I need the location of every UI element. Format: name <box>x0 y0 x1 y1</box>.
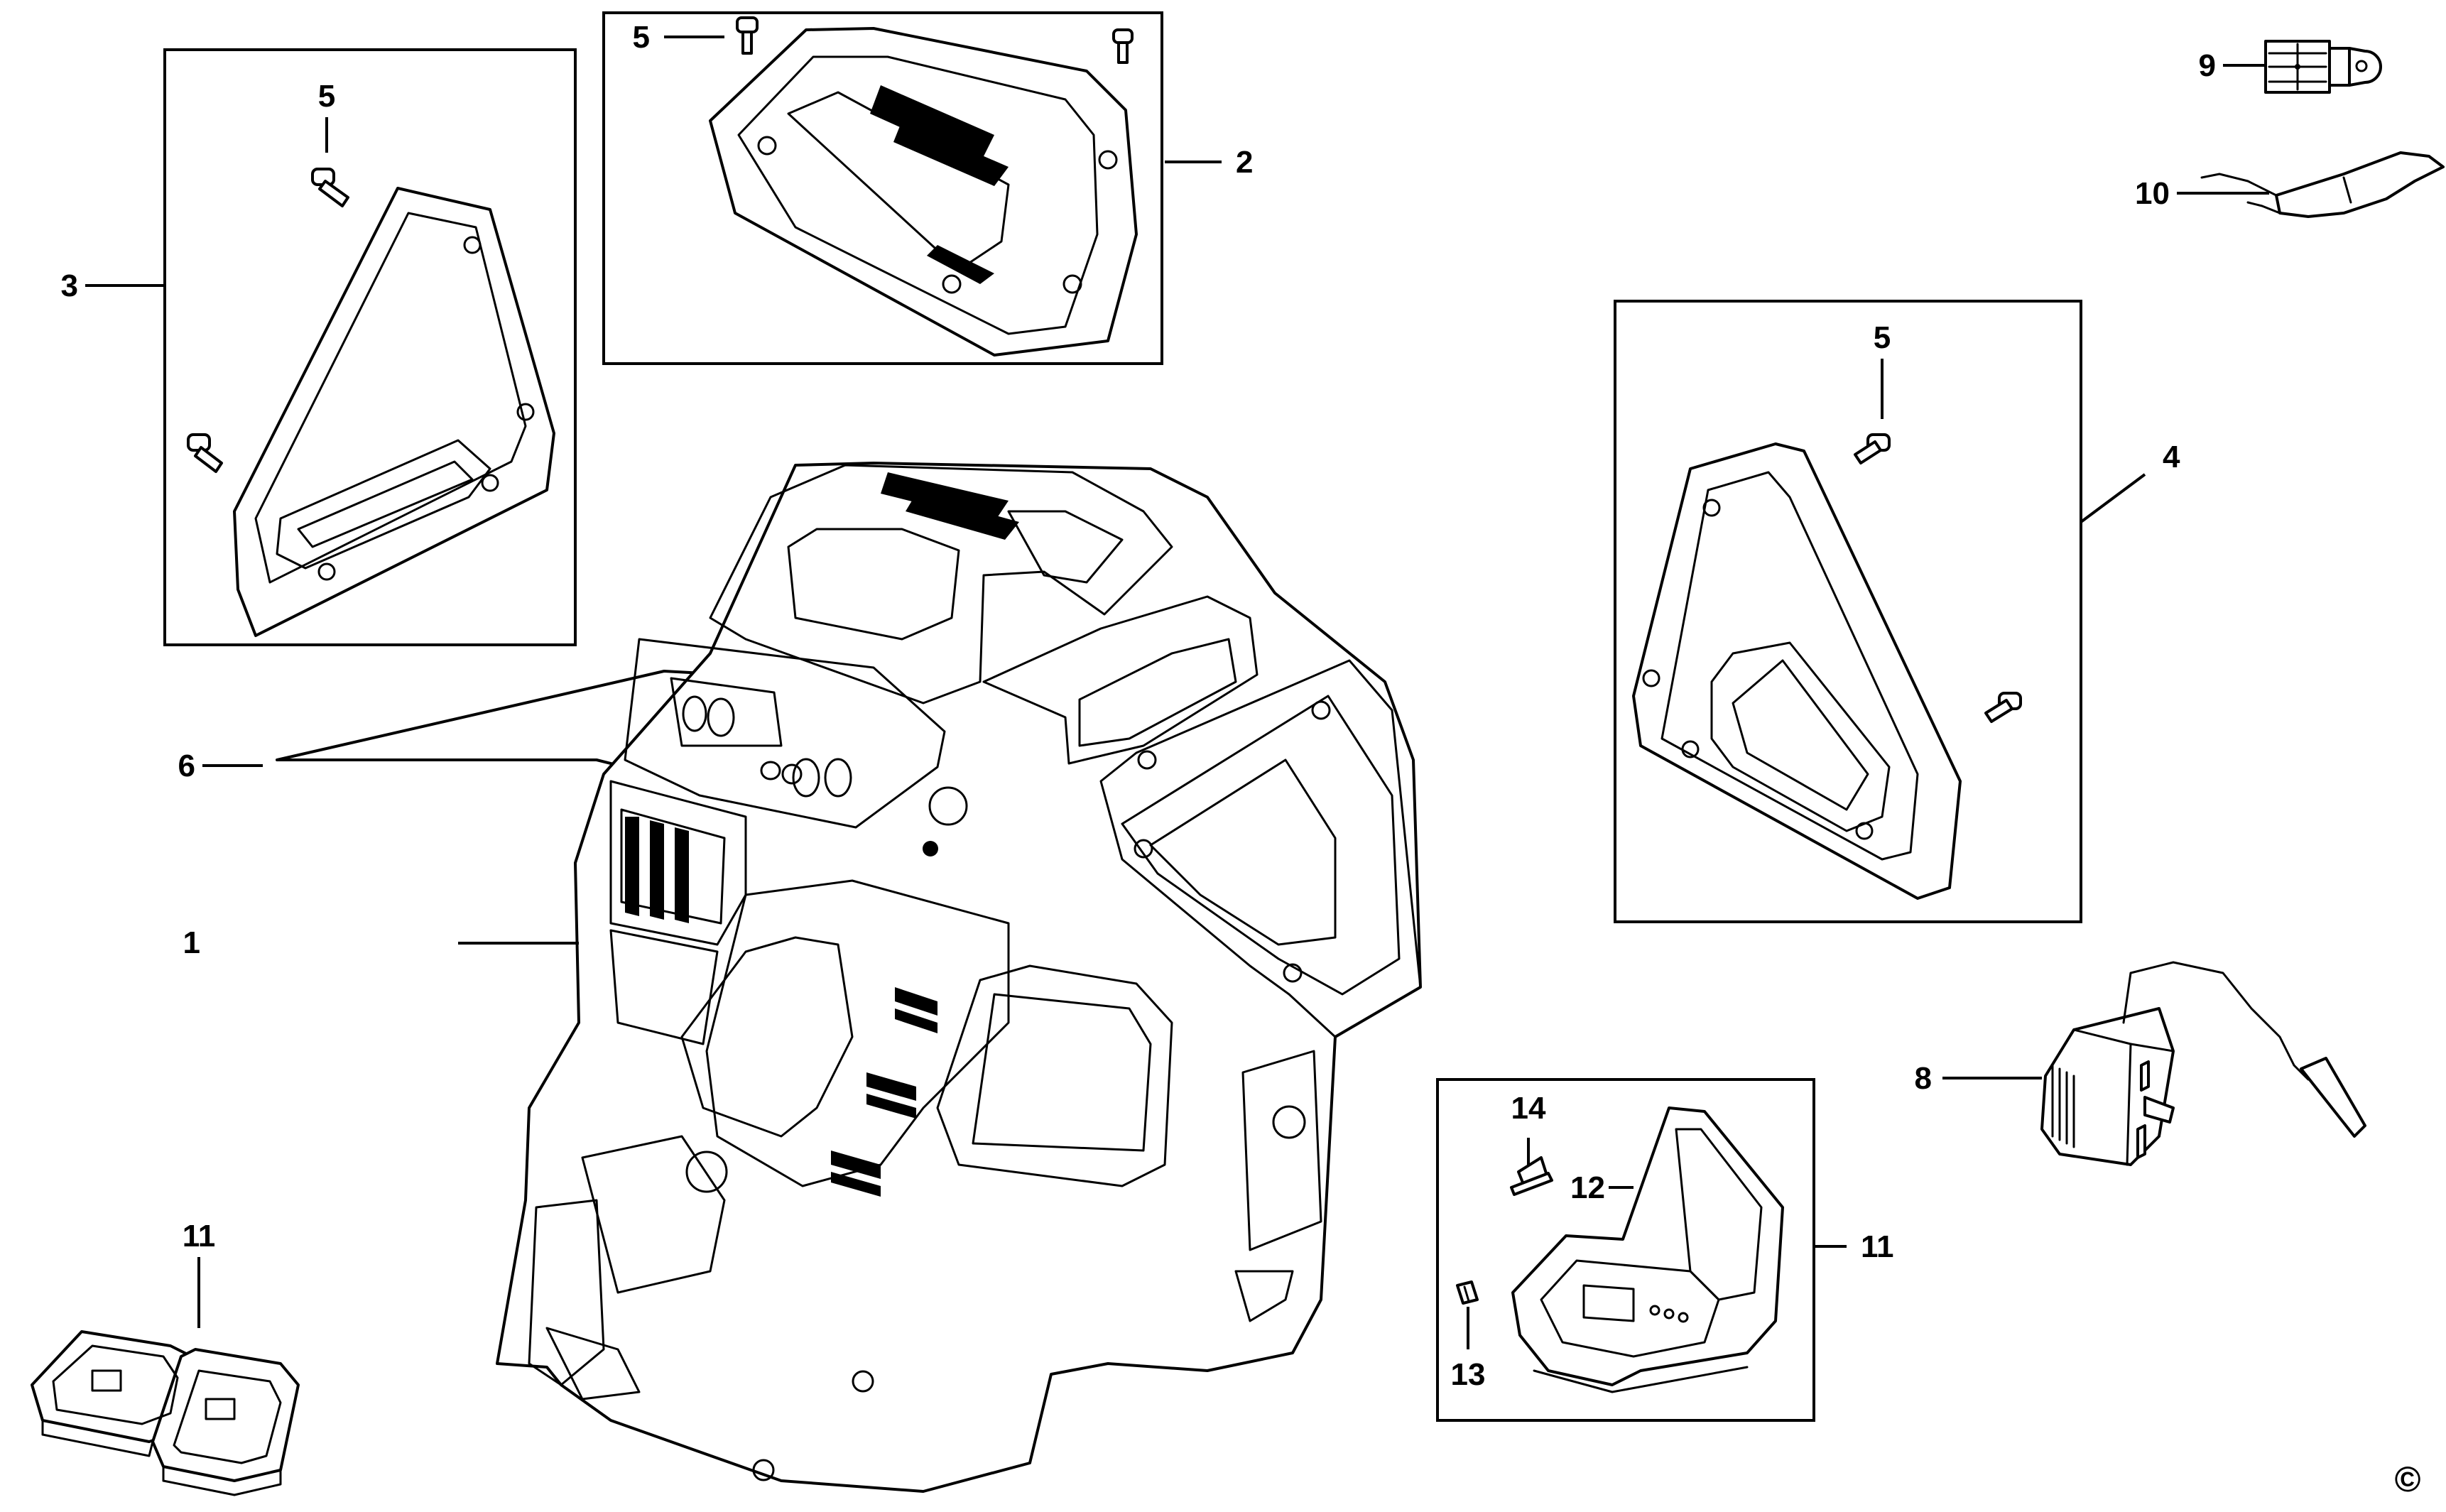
callout-14: 14 <box>1511 1091 1546 1126</box>
part-2-box <box>602 11 1163 365</box>
screw-icon <box>1112 28 1134 64</box>
part-3-left-handle <box>163 48 577 646</box>
part-3-box <box>163 48 577 646</box>
stanley-logo-body <box>881 472 1019 540</box>
part-4-right-handle <box>1614 300 2082 923</box>
part-9-target-card <box>2264 40 2382 94</box>
callout-13: 13 <box>1451 1357 1486 1392</box>
screw-icon <box>736 16 759 55</box>
kit-box-11-12-13-14 <box>1436 1078 1815 1422</box>
screw-icon <box>1854 433 1891 464</box>
screw-icon <box>187 433 223 473</box>
callout-1: 1 <box>183 925 200 960</box>
stanley-logo-top <box>870 85 1009 186</box>
callout-labels: 1 2 3 4 5 5 5 6 8 9 10 11 11 12 13 14 <box>61 20 2216 1392</box>
screw-icon <box>311 168 349 207</box>
callout-8: 8 <box>1915 1061 1932 1096</box>
callout-4: 4 <box>2163 440 2180 474</box>
part-2-top-handle <box>602 11 1163 365</box>
callout-5-right: 5 <box>1874 320 1891 355</box>
screw-icon <box>1984 692 2022 723</box>
callout-11-right: 11 <box>1861 1229 1894 1264</box>
part-4-box <box>1614 300 2082 923</box>
copyright-mark: © <box>2395 1459 2421 1499</box>
callout-2: 2 <box>1236 145 1253 180</box>
part-8-charger <box>2040 961 2366 1166</box>
callout-10: 10 <box>2135 176 2170 211</box>
leader-lines <box>85 36 2269 1349</box>
callout-3: 3 <box>61 268 78 303</box>
part-13-small-clip <box>1456 1280 1479 1305</box>
kit-box <box>1436 1078 1815 1422</box>
callout-6: 6 <box>178 749 195 783</box>
part-10-safety-glasses <box>2200 151 2445 218</box>
callout-5-top: 5 <box>633 20 650 55</box>
part-11-case-open-flat <box>31 1330 300 1496</box>
part-1-laser-body <box>496 462 1422 1493</box>
part-14-battery-clip <box>1510 1156 1553 1196</box>
callout-12: 12 <box>1570 1170 1605 1205</box>
part-12-case-insert <box>1511 1106 1784 1393</box>
callout-9: 9 <box>2199 48 2216 83</box>
callout-11-left: 11 <box>183 1219 216 1253</box>
callout-5-left: 5 <box>318 79 335 114</box>
